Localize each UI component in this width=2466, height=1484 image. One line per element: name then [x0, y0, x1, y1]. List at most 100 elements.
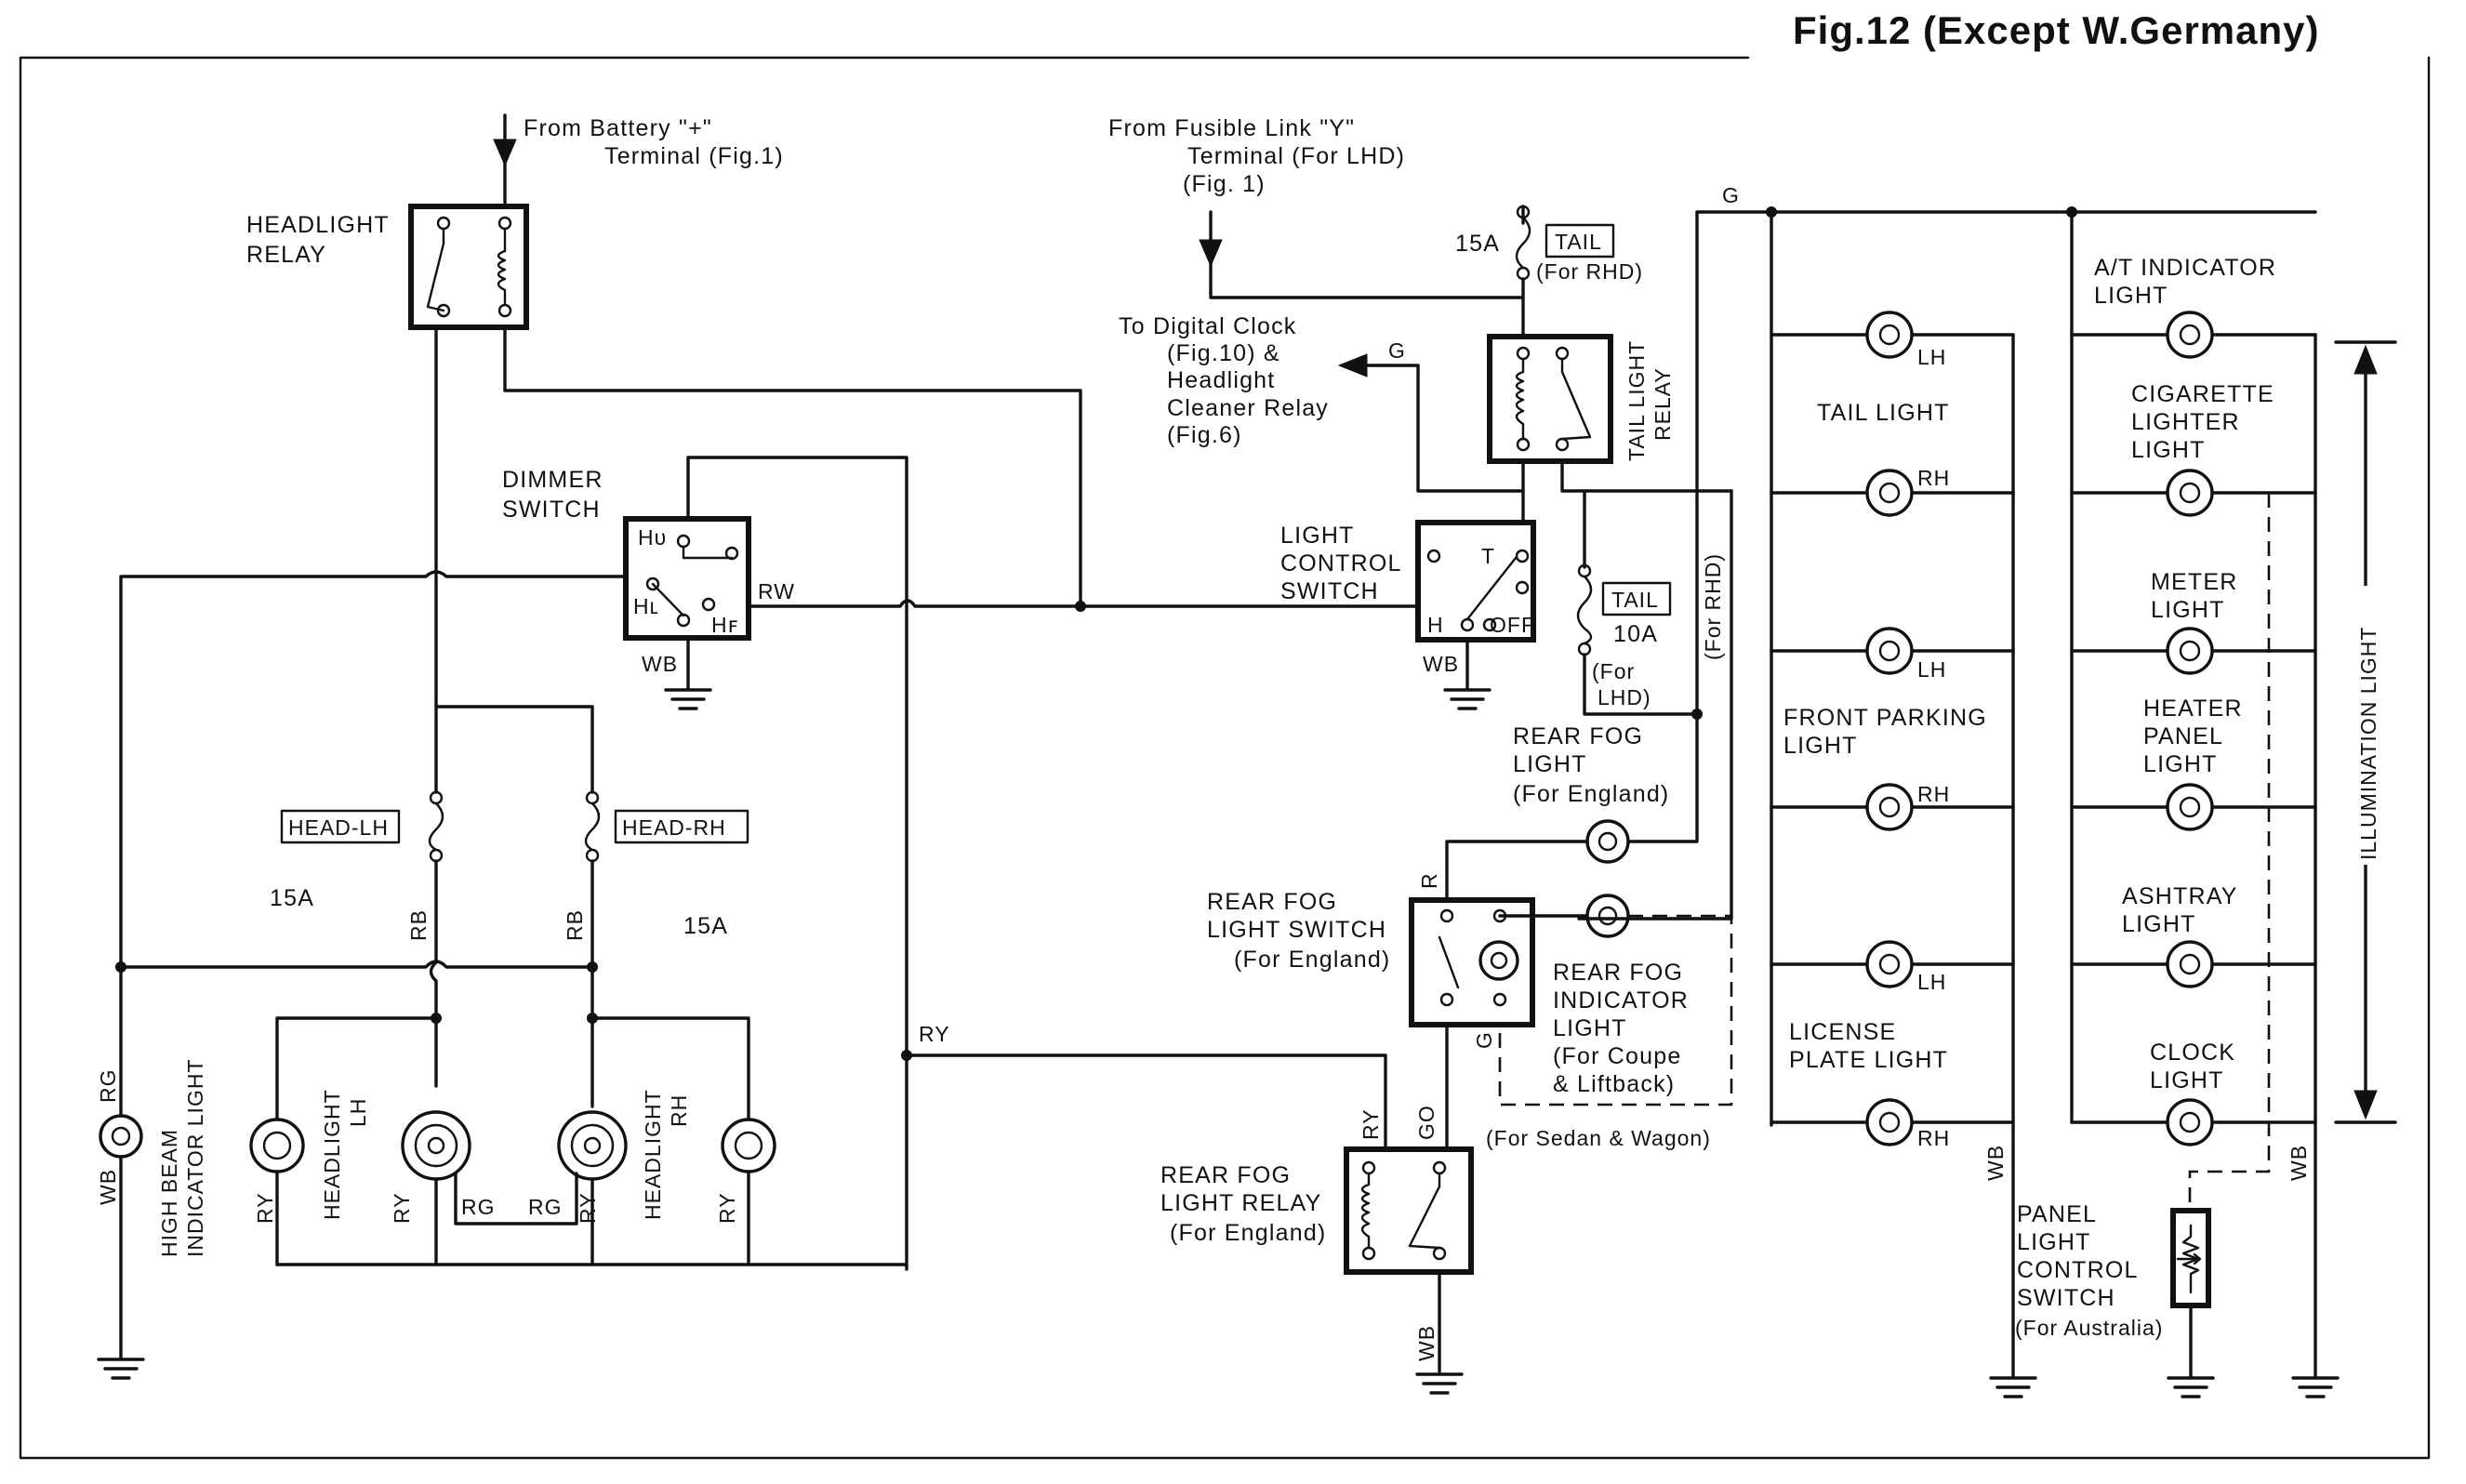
- cigarette-line1: CIGARETTE: [2131, 381, 2274, 407]
- g-bus-label: G: [1722, 183, 1740, 207]
- head-lh-rating: 15A: [270, 885, 314, 911]
- svg-text:Hꜰ: Hꜰ: [711, 613, 739, 637]
- to-clock-line5: (Fig.6): [1167, 422, 1242, 448]
- ry-label-top: RY: [919, 1022, 950, 1046]
- license-plate-line2: PLATE LIGHT: [1789, 1047, 1948, 1073]
- headlight-lh-lamp-icon: [401, 1110, 471, 1181]
- svg-text:Hᴜ: Hᴜ: [638, 525, 667, 550]
- lcs-wb-label: WB: [1423, 652, 1459, 676]
- svg-text:H: H: [1427, 613, 1444, 637]
- ashtray-lamp-icon: [2166, 940, 2214, 988]
- tail-light-label: TAIL LIGHT: [1817, 400, 1950, 426]
- rear-fog-switch-internals: [1438, 908, 1519, 1007]
- tail-lamp-wires: [1770, 333, 2015, 1124]
- ry-label-c: RY: [576, 1192, 600, 1224]
- cigarette-line3: LIGHT: [2131, 437, 2206, 463]
- illumination-arrow-down: [2353, 1090, 2378, 1120]
- from-fusible-line2: Terminal (For LHD): [1187, 143, 1405, 169]
- tail-10a-label: TAIL: [1611, 588, 1659, 612]
- rb-label-rh: RB: [563, 909, 587, 941]
- to-clock-arrow: [1337, 353, 1368, 378]
- heater-line2: PANEL: [2143, 723, 2223, 749]
- parking-light-lh-lamp-icon: [1865, 627, 1914, 675]
- parking-lh-side: LH: [1917, 657, 1946, 682]
- tail-light-rh-lamp-icon: [1865, 469, 1914, 517]
- rfi-line2: INDICATOR: [1553, 987, 1689, 1014]
- illumination-label-bg: [2351, 586, 2380, 865]
- rfls-line1: REAR FOG: [1207, 889, 1337, 915]
- tail-light-relay-line1: TAIL LIGHT: [1624, 340, 1649, 461]
- lcs-line2: CONTROL: [1280, 550, 1402, 576]
- dimmer-hl-wire: [119, 570, 628, 969]
- rg-label-1: RG: [461, 1195, 496, 1219]
- headlight-relay-box: [408, 204, 529, 330]
- headlight-lamp-wires: [275, 1077, 750, 1266]
- to-clock-wire: [1360, 364, 1525, 493]
- g-bus-wire: [1695, 210, 2317, 716]
- high-beam-line2: INDICATOR LIGHT: [183, 1059, 207, 1258]
- tail-10a-rating: 10A: [1613, 621, 1658, 647]
- rfi-line1: REAR FOG: [1553, 960, 1683, 986]
- rb-label-lh: RB: [406, 909, 431, 941]
- from-battery-line2: Terminal (Fig.1): [604, 143, 784, 169]
- for-rhd-top: (For RHD): [1536, 259, 1643, 284]
- rflr-wb-label: WB: [1414, 1325, 1438, 1361]
- for-lhd-line1: (For: [1592, 659, 1635, 683]
- to-clock-line2: (Fig.10) &: [1167, 340, 1280, 366]
- ry-label-d: RY: [715, 1192, 739, 1224]
- sedan-wagon-dashed-wire: [1498, 914, 1733, 1106]
- to-clock-g-label: G: [1388, 338, 1406, 363]
- high-beam-indicator-lamp-icon: [99, 1114, 143, 1159]
- dimmer-ground-icon: [664, 688, 712, 710]
- tail-15a-label: TAIL: [1555, 230, 1602, 254]
- for-lhd-line2: LHD): [1598, 685, 1651, 709]
- tail-light-relay-line2: RELAY: [1651, 367, 1675, 441]
- panel-line4: SWITCH: [2017, 1285, 2115, 1311]
- headlight-relay-line2: RELAY: [246, 242, 326, 268]
- head-rh-label: HEAD-RH: [622, 815, 726, 840]
- svg-text:OFF: OFF: [1490, 613, 1535, 637]
- clock-line2: LIGHT: [2150, 1067, 2224, 1093]
- high-beam-line1: HIGH BEAM: [157, 1129, 181, 1257]
- junction-dot: [587, 961, 598, 973]
- illum-lamp-wires: [2070, 333, 2317, 1124]
- to-clock-line4: Cleaner Relay: [1167, 395, 1329, 421]
- svg-text:T: T: [1481, 544, 1495, 568]
- head-rh-rating: 15A: [683, 913, 728, 939]
- dimmer-switch-line1: DIMMER: [502, 467, 603, 493]
- rg-label-2: RG: [528, 1195, 563, 1219]
- tail-light-relay-internals: [1515, 346, 1592, 452]
- heater-line1: HEATER: [2143, 696, 2243, 722]
- rfi-line5: & Liftback): [1553, 1071, 1675, 1097]
- tail-lh-side: LH: [1917, 345, 1946, 369]
- clock-lamp-icon: [2166, 1098, 2214, 1146]
- fusible-arrow: [1199, 239, 1223, 268]
- rflr-go-label: GO: [1414, 1105, 1438, 1140]
- headlight-lh-small-lamp-icon: [249, 1118, 305, 1173]
- illumination-label: ILLUMINATION LIGHT: [2356, 627, 2380, 860]
- frame-border: [19, 56, 2431, 1460]
- rear-fog-relay-internals: [1360, 1160, 1447, 1261]
- ry-label-a: RY: [253, 1192, 277, 1224]
- rear-fog-lamp-icon: [1585, 819, 1630, 864]
- tail-15a-rating: 15A: [1455, 231, 1500, 257]
- junction-dot: [901, 1050, 912, 1061]
- rfls-line3: (For England): [1234, 947, 1390, 973]
- at-indicator-lamp-icon: [2166, 311, 2214, 359]
- tail-15a-fuse: [1515, 205, 1531, 281]
- illumination-arrow-up: [2353, 344, 2378, 375]
- for-rhd-vertical: (For RHD): [1701, 553, 1725, 660]
- dimmer-wb-label: WB: [642, 652, 678, 676]
- head-lh-label: HEAD-LH: [288, 815, 389, 840]
- lcs-line1: LIGHT: [1280, 523, 1355, 549]
- svg-text:Hʟ: Hʟ: [633, 594, 659, 618]
- ry-label-b: RY: [390, 1192, 414, 1224]
- hb-wb-label: WB: [96, 1169, 120, 1205]
- rfi-line4: (For Coupe: [1553, 1043, 1681, 1069]
- clock-line1: CLOCK: [2150, 1040, 2235, 1066]
- parking-light-rh-lamp-icon: [1865, 783, 1914, 831]
- dimmer-output-wire: [747, 599, 1420, 608]
- panel-line5: (For Australia): [2015, 1316, 2163, 1340]
- headlight-lh-line2: LH: [346, 1098, 370, 1127]
